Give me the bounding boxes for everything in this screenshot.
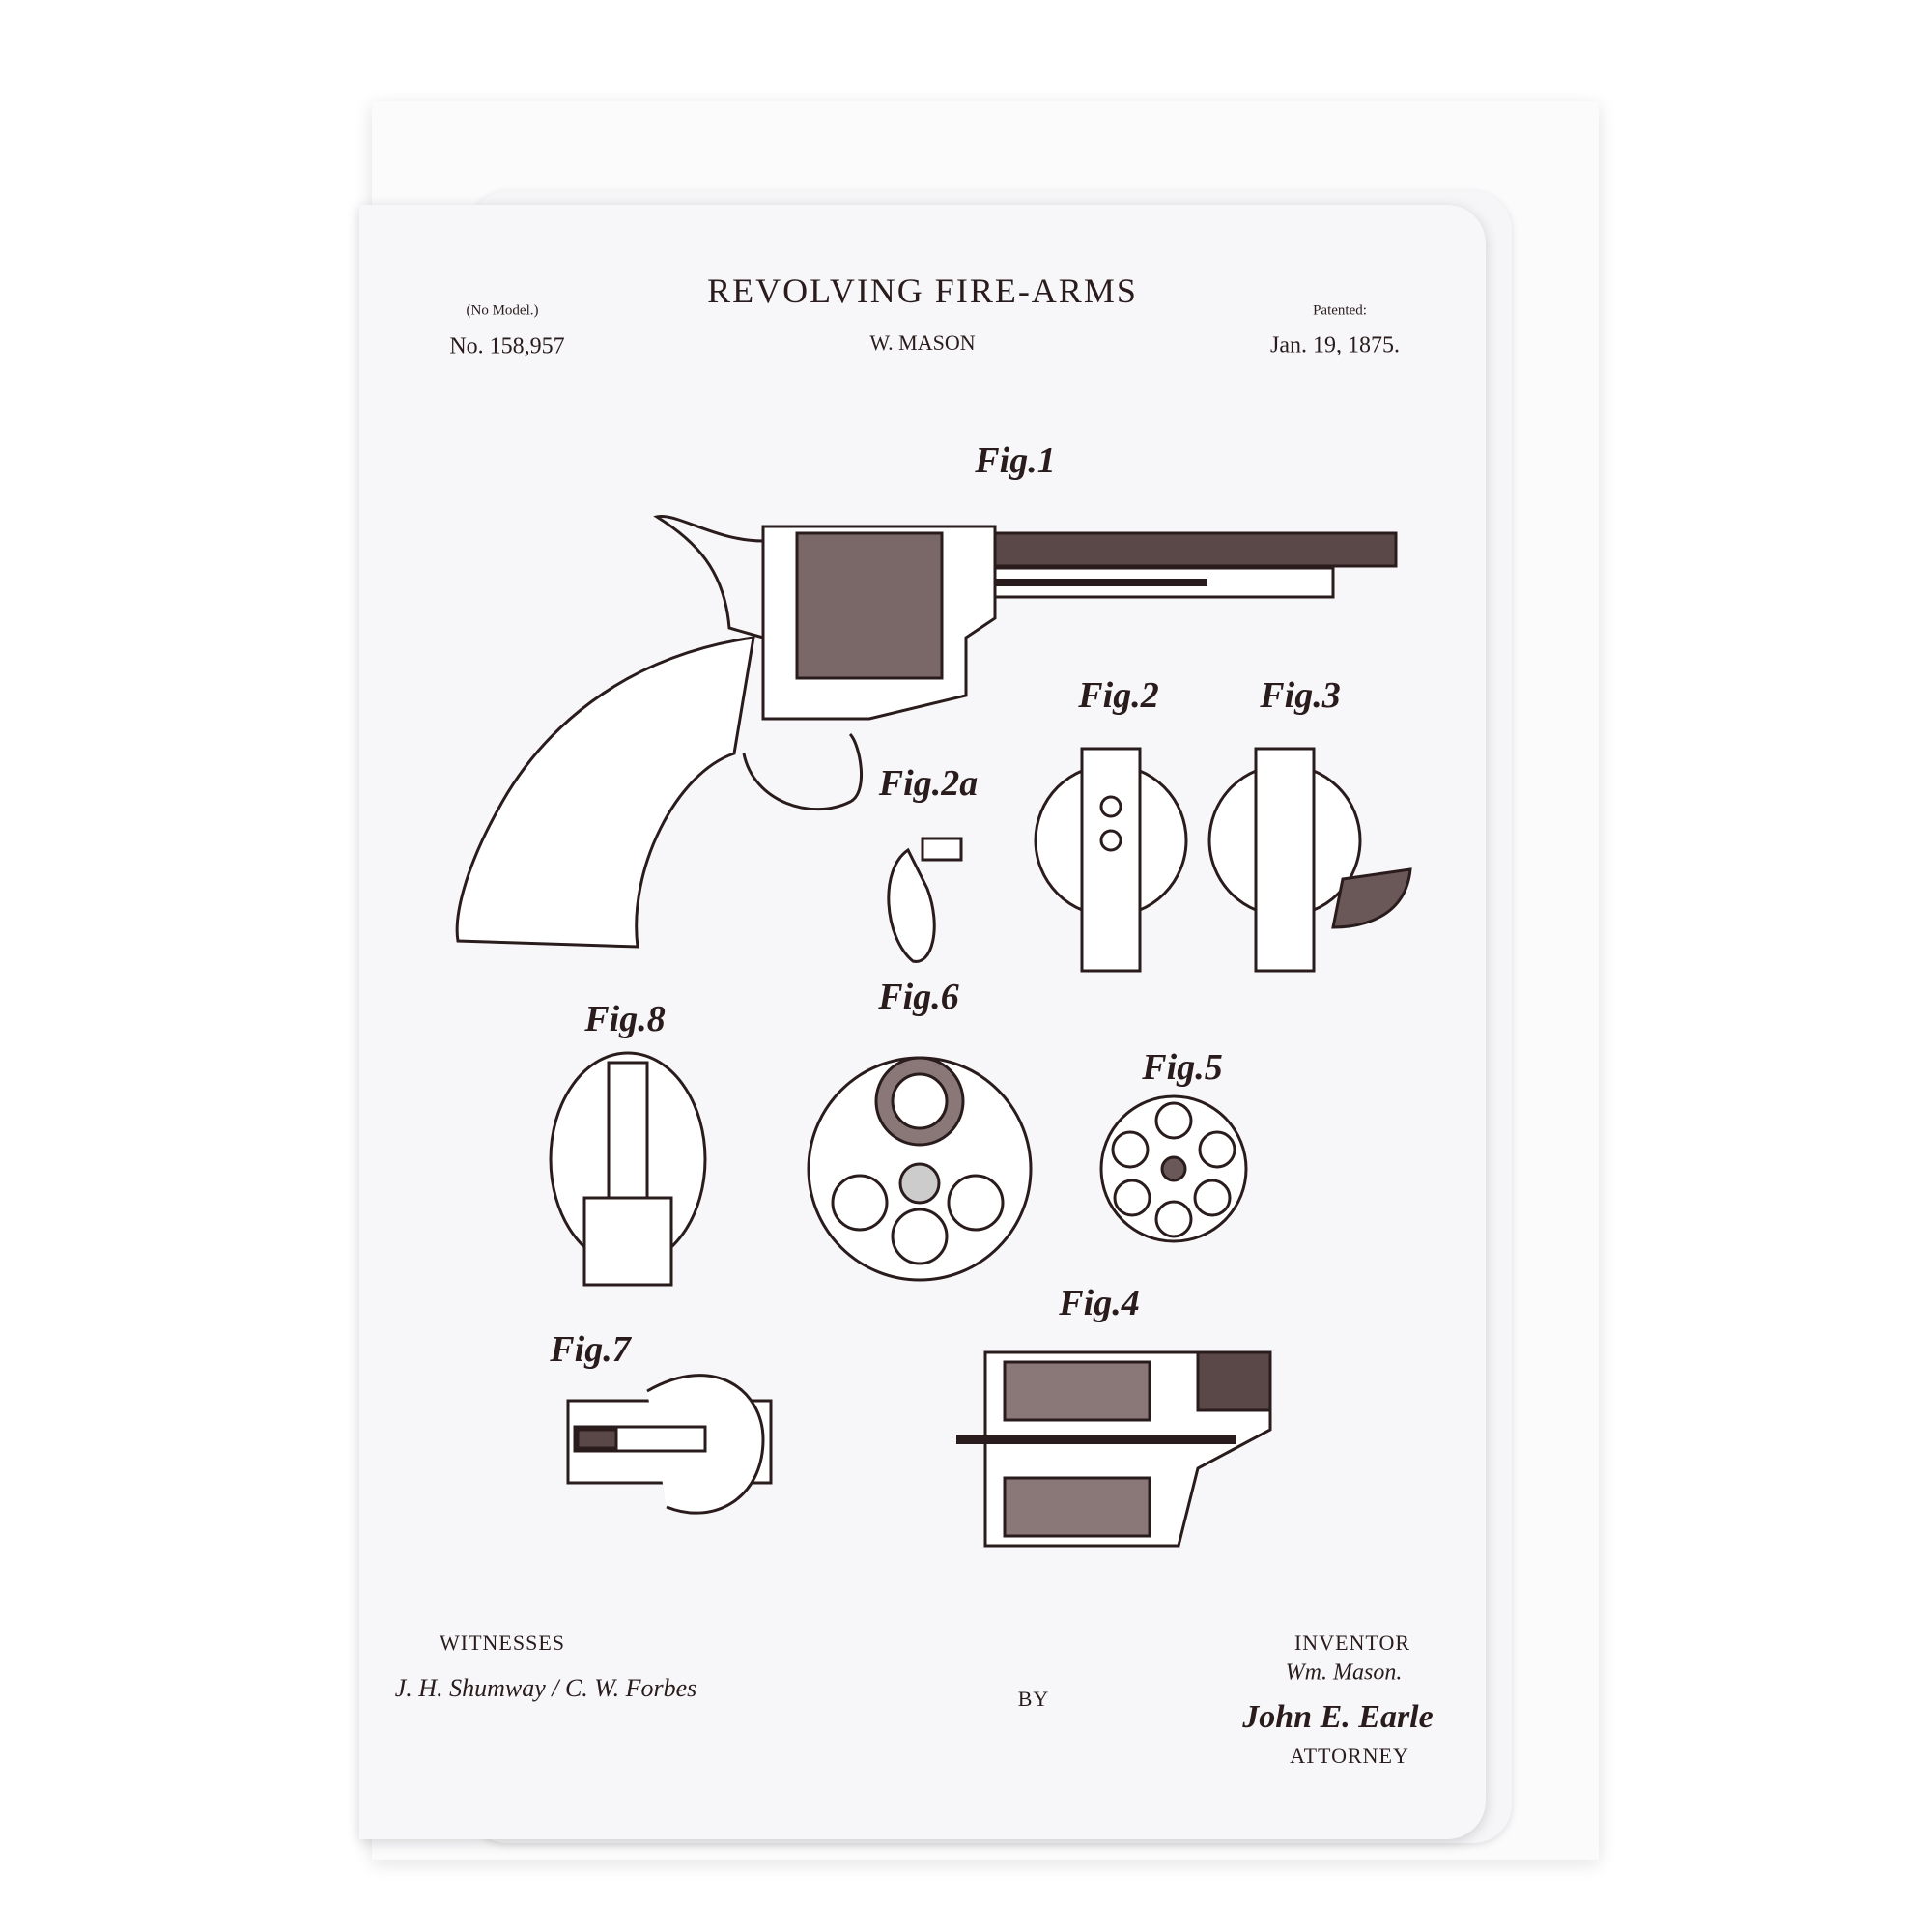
fig-7-drawing [568,1376,771,1513]
fig-8-drawing [551,1053,705,1285]
inventor-label: INVENTOR [1294,1631,1410,1656]
fig-5-drawing [1101,1096,1246,1241]
fig-2-drawing [1036,749,1186,971]
by-label: BY [1018,1687,1050,1712]
fig-2a-drawing [889,838,961,961]
fig-3-drawing [1209,749,1410,971]
witnesses-label: WITNESSES [440,1631,565,1656]
attorney-signature: John E. Earle [1242,1699,1433,1736]
attorney-label: ATTORNEY [1290,1744,1409,1769]
fig-4-drawing [956,1352,1270,1546]
inventor-signature: Wm. Mason. [1286,1661,1403,1687]
witness-signatures: J. H. Shumway / C. W. Forbes [395,1674,696,1703]
fig-6-drawing [809,1058,1031,1280]
